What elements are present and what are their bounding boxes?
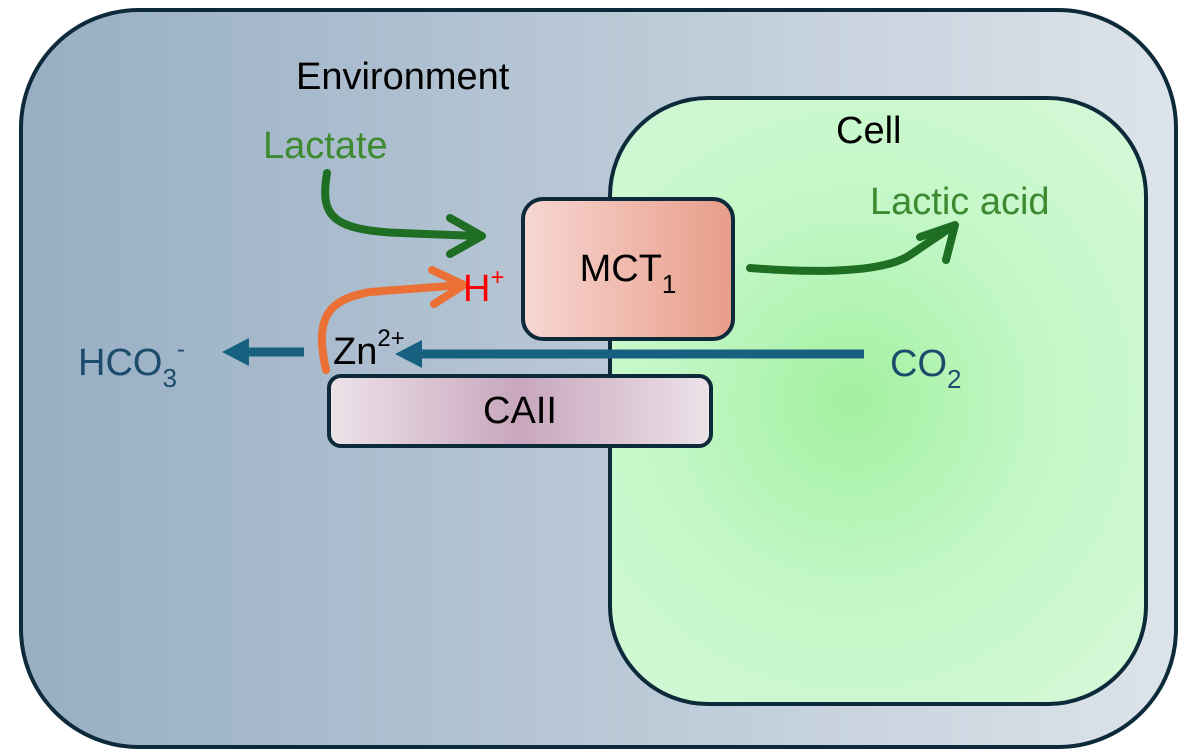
cell-label: Cell <box>836 110 902 152</box>
bicarbonate-arrowhead <box>222 338 249 366</box>
proton-symbol: H <box>463 268 491 310</box>
bicarbonate-subscript: 3 <box>162 363 177 393</box>
zinc-arrowhead <box>395 340 422 368</box>
proton-label: H+ <box>463 266 504 310</box>
caii-enzyme: CAII <box>327 374 713 448</box>
lactate-arrowhead <box>446 214 486 258</box>
zinc-charge: 2+ <box>377 325 405 352</box>
lactic-acid-arrowhead <box>916 221 959 264</box>
proton-arrowhead <box>428 266 468 308</box>
lactate-label: Lactate <box>263 125 388 167</box>
co2-subscript: 2 <box>947 364 962 394</box>
zinc-symbol: Zn <box>333 331 378 373</box>
mct1-label: MCT1 <box>579 248 677 297</box>
zinc-to-proton-arrow <box>317 281 466 374</box>
proton-charge: + <box>490 264 505 291</box>
bicarbonate-label: HCO3- <box>78 338 185 392</box>
co2-symbol: CO <box>890 343 947 385</box>
co2-label: CO2 <box>890 343 961 392</box>
mct-to-lactic-acid-arrow <box>746 224 954 275</box>
mct1-transporter: MCT1 <box>521 197 735 341</box>
caii-label: CAII <box>483 390 557 432</box>
environment-label: Environment <box>296 56 510 98</box>
zinc-label: Zn2+ <box>333 327 405 373</box>
lactate-to-proton-arrow <box>321 169 482 240</box>
bicarbonate-charge: - <box>176 336 185 363</box>
mct1-subscript: 1 <box>661 269 677 299</box>
bicarbonate-symbol: HCO <box>78 342 163 384</box>
mct1-label-text: MCT <box>579 248 662 290</box>
lactic-acid-label: Lactic acid <box>870 181 1050 223</box>
